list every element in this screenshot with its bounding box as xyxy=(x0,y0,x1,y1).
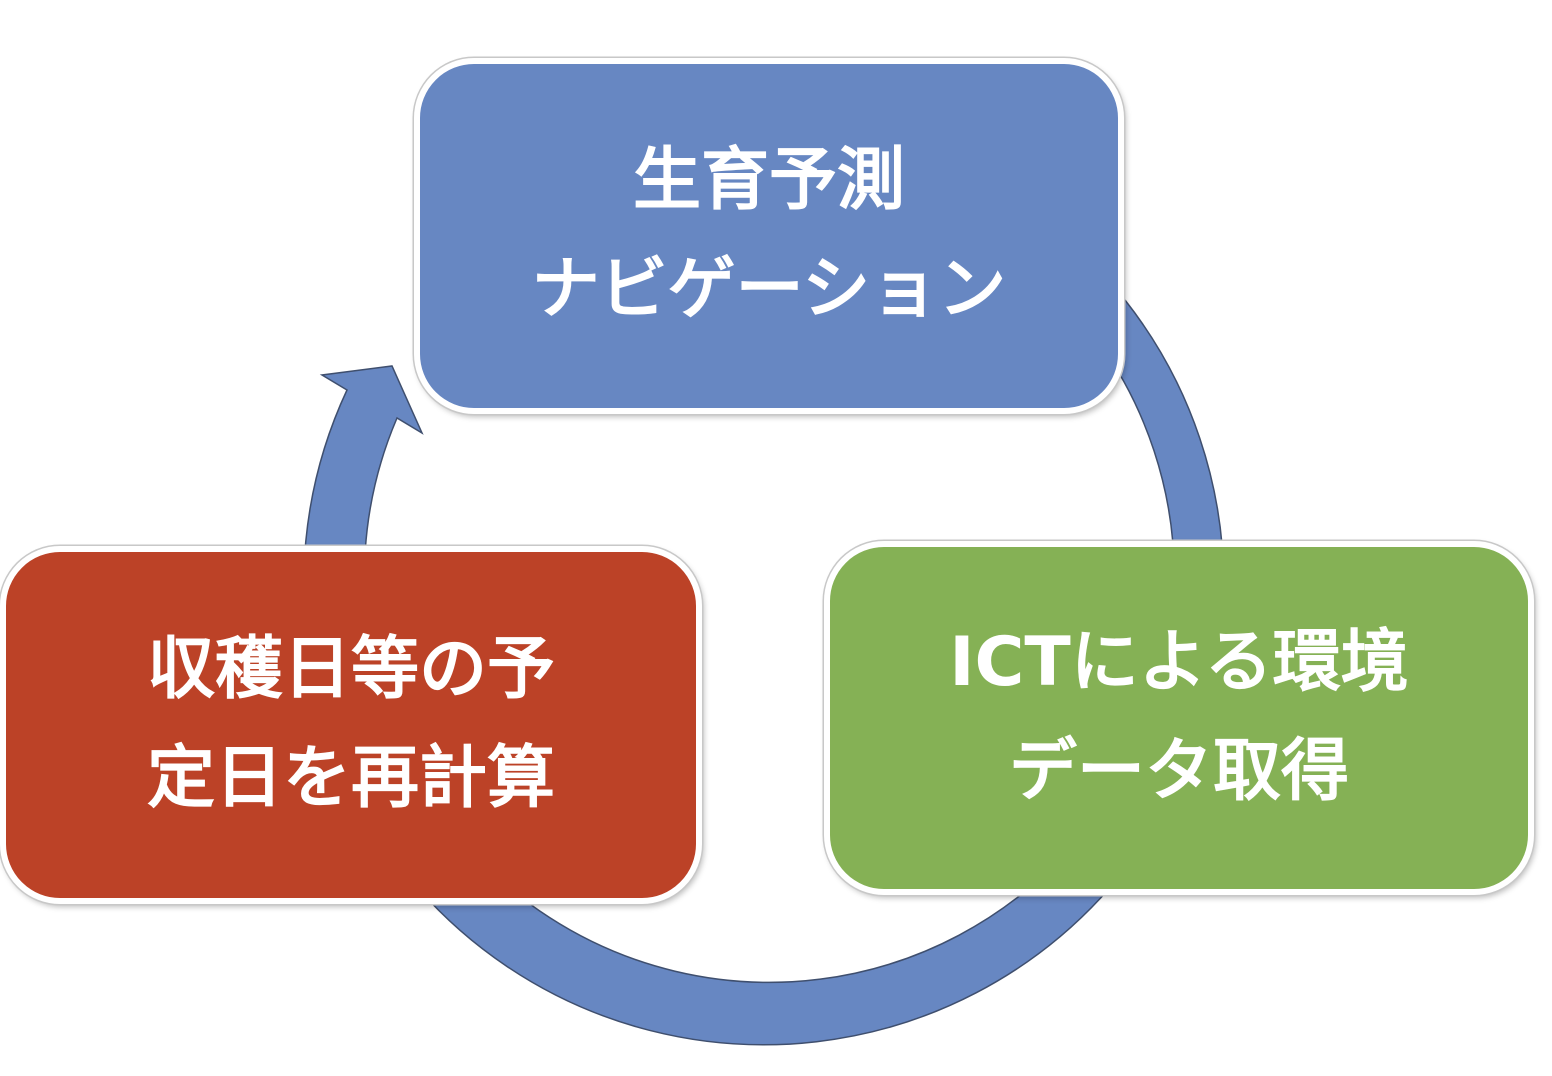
step-recalculate-harvest-date: 収穫日等の予 定日を再計算 xyxy=(0,546,702,904)
step-label-line2: データ取得 xyxy=(1008,732,1349,811)
step-label-line2: ナビゲーション xyxy=(531,250,1007,329)
step-growth-prediction-navigation: 生育予測 ナビゲーション xyxy=(414,58,1124,414)
step-label-line1: ICTによる環境 xyxy=(949,623,1409,703)
step-label-line1: 生育予測 xyxy=(632,141,905,221)
step-label-line2: 定日を再計算 xyxy=(146,739,555,818)
step-ict-environment-data: ICTによる環境 データ取得 xyxy=(824,541,1534,895)
step-label-line1: 収穫日等の予 xyxy=(146,630,555,710)
